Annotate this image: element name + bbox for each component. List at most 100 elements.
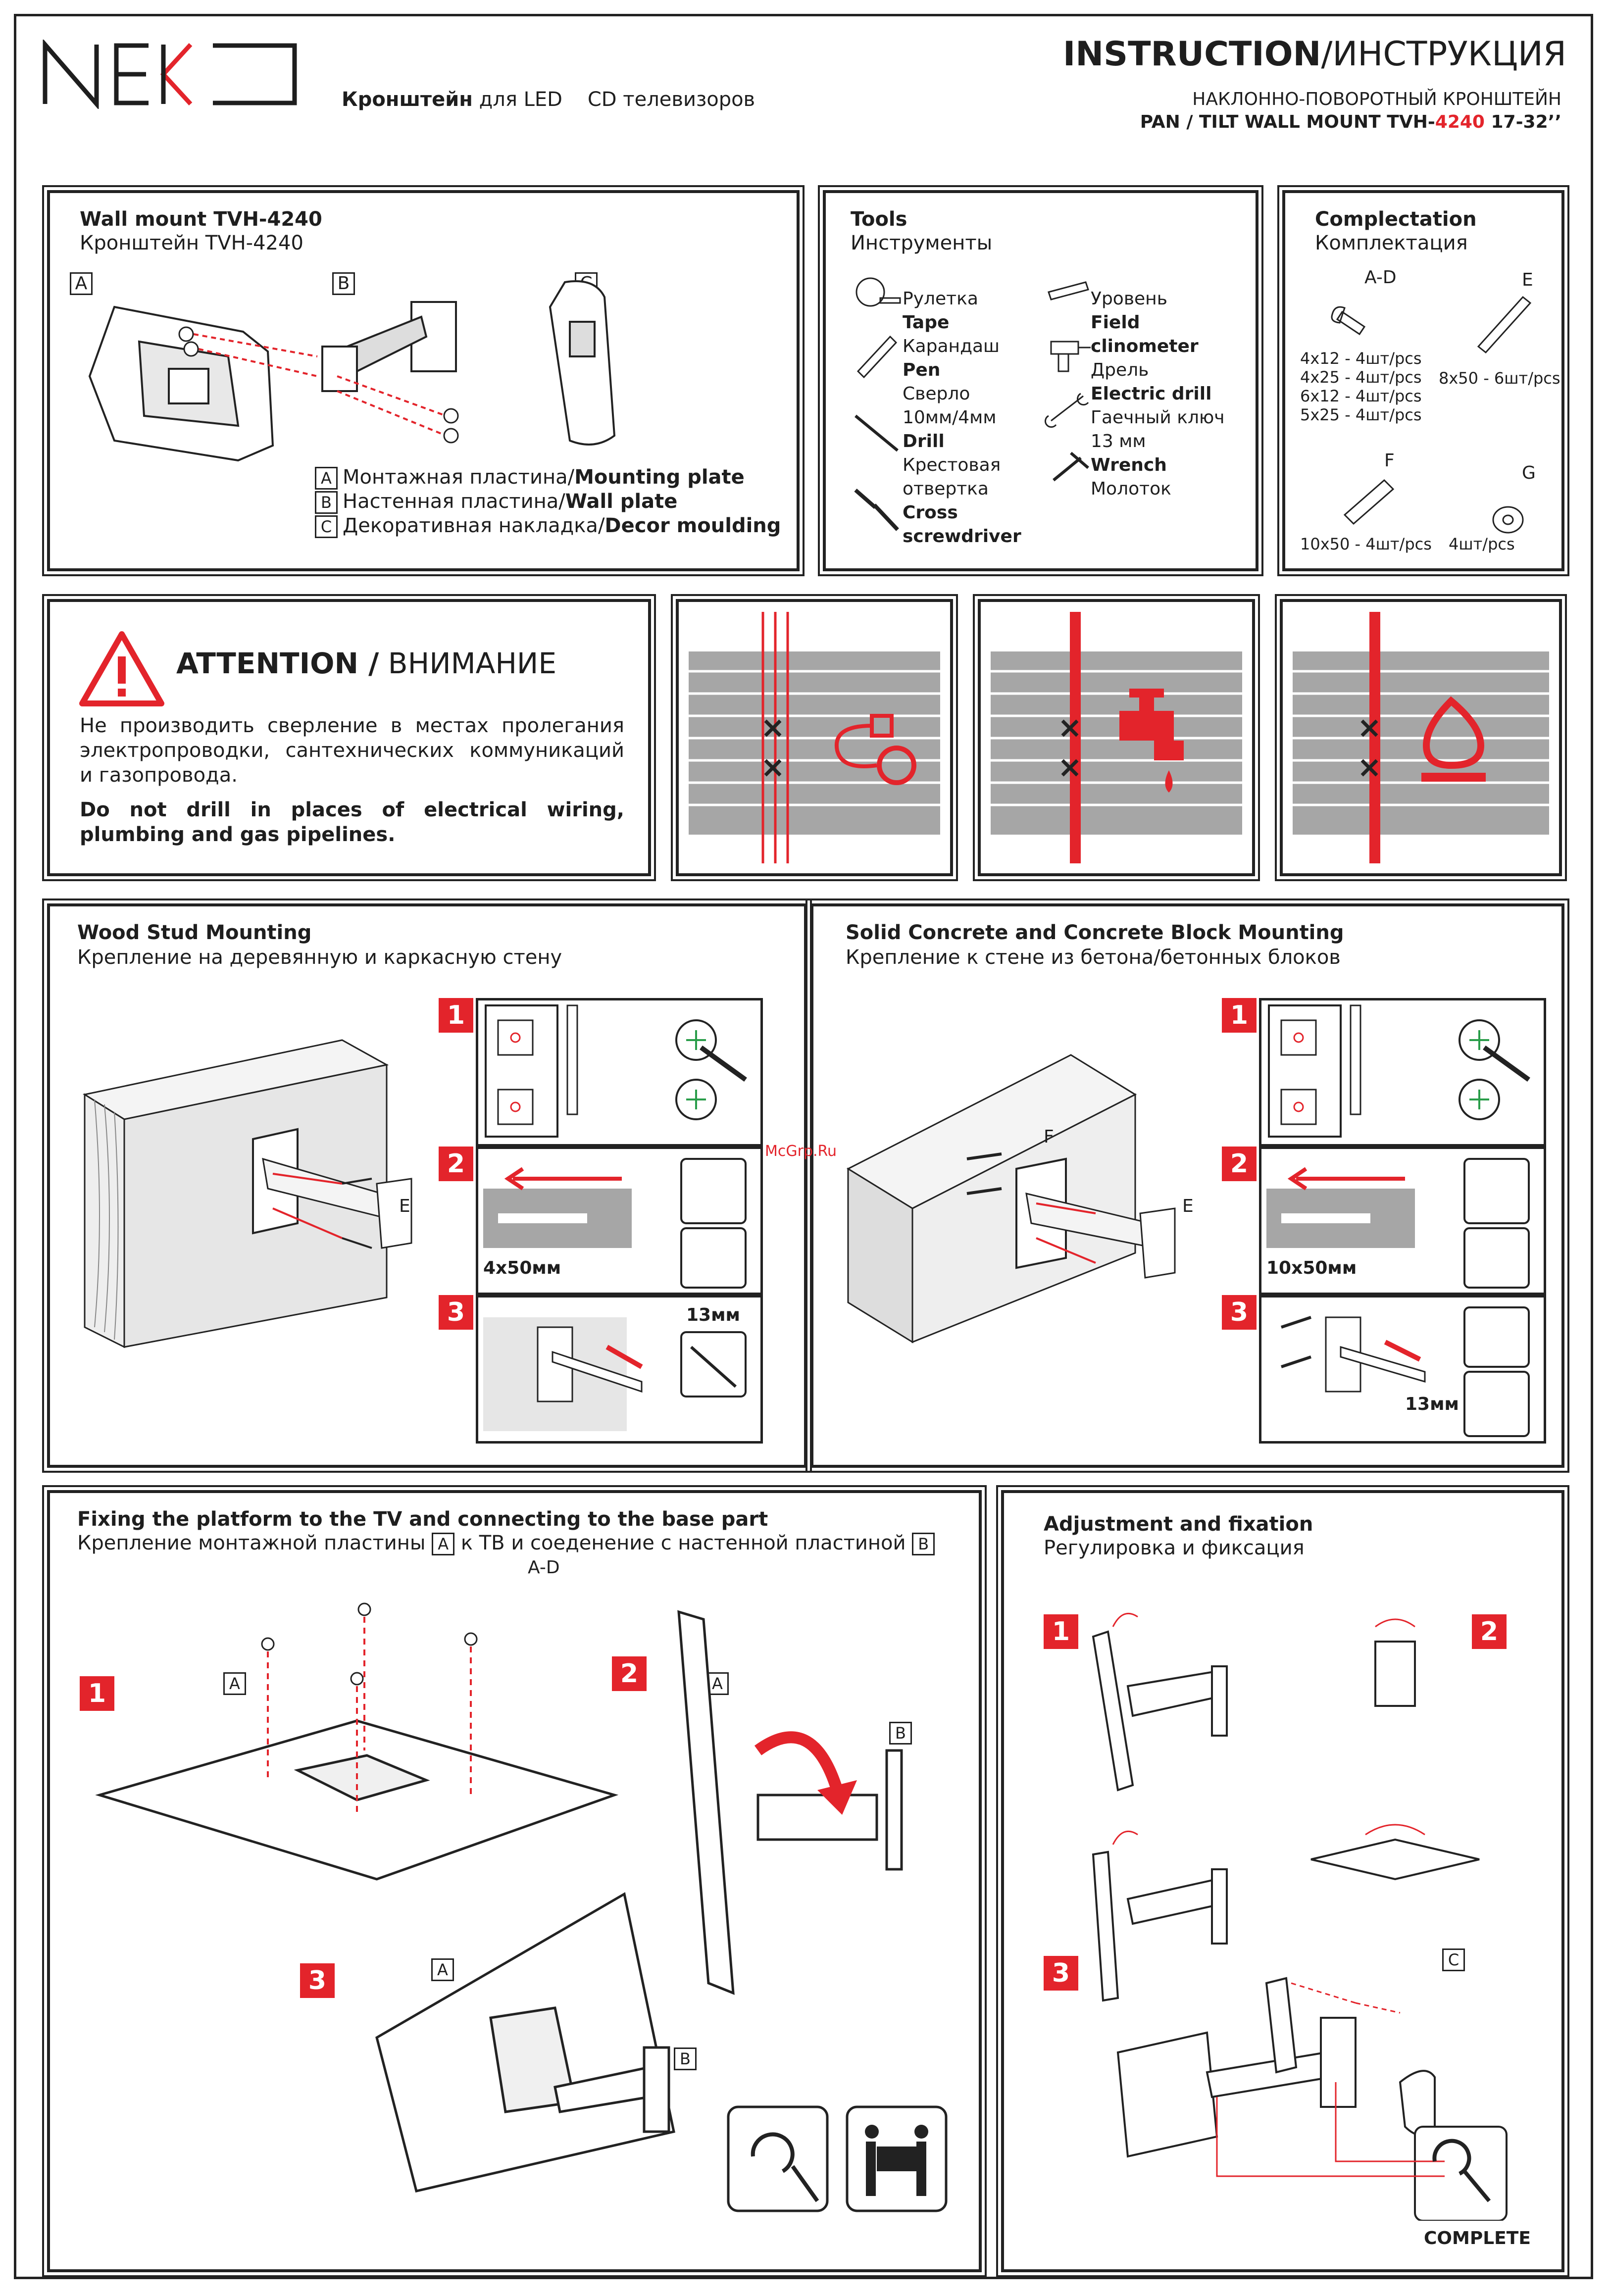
dowel-f-icon bbox=[1343, 479, 1395, 525]
concrete-wrench-size: 13мм bbox=[1405, 1394, 1459, 1414]
screw-ad-icon bbox=[1331, 306, 1366, 336]
concrete-label-f: F bbox=[1044, 1127, 1054, 1147]
wood-step-3-cell: 13мм bbox=[476, 1295, 763, 1444]
concrete-step-1: 1 bbox=[1222, 998, 1257, 1033]
concrete-step-1-cell bbox=[1259, 998, 1546, 1147]
fixing-title: Fixing the platform to the TV and connec… bbox=[77, 1508, 768, 1531]
drill-bit-icon bbox=[855, 414, 899, 452]
tools-title: Tools bbox=[851, 208, 907, 231]
fixing-step-2: 2 bbox=[612, 1656, 647, 1691]
label-g: G bbox=[1522, 463, 1536, 483]
wood-subtitle: Крепление на деревянную и каркасную стен… bbox=[77, 946, 562, 969]
header-title: INSTRUCTION/ИНСТРУКЦИЯ bbox=[1062, 35, 1566, 74]
adjustment-label-c: C bbox=[1442, 1948, 1465, 1971]
label-ad: A-D bbox=[1364, 267, 1397, 288]
pencil-icon bbox=[856, 335, 898, 379]
wrench-icon bbox=[1045, 393, 1089, 428]
wood-step-1: 1 bbox=[439, 998, 473, 1033]
concrete-step-3: 3 bbox=[1222, 1295, 1257, 1330]
attention-panel: ATTENTION / ВНИМАНИЕ Не производить свер… bbox=[42, 594, 656, 881]
fixing-step1-label-a: A bbox=[223, 1672, 246, 1695]
wood-drill-size: 4x50мм bbox=[483, 1258, 561, 1278]
concrete-step-2-cell: 10x50мм bbox=[1259, 1147, 1546, 1295]
hardware-illustration bbox=[1331, 296, 1532, 534]
fixing-step3-label-a: A bbox=[431, 1958, 454, 1981]
fixing-step-1: 1 bbox=[80, 1676, 114, 1711]
attention-title: ATTENTION / ВНИМАНИЕ bbox=[176, 647, 556, 680]
wood-step-2: 2 bbox=[439, 1147, 473, 1181]
page-frame bbox=[14, 14, 1593, 2279]
fixing-subtitle: Крепление монтажной пластины A к ТВ и со… bbox=[77, 1532, 935, 1555]
level-icon bbox=[1048, 281, 1089, 300]
wood-title: Wood Stud Mounting bbox=[77, 921, 312, 944]
e-spec: 8x50 - 6шт/pcs bbox=[1439, 369, 1560, 388]
concrete-subtitle: Крепление к стене из бетона/бетонных бло… bbox=[846, 946, 1341, 969]
attention-ru-text: Не производить сверление в местах пролег… bbox=[80, 714, 624, 787]
wood-step-3: 3 bbox=[439, 1295, 473, 1330]
adjustment-subtitle: Регулировка и фиксация bbox=[1044, 1537, 1305, 1559]
warning-icon bbox=[79, 631, 164, 706]
fixing-step-3: 3 bbox=[300, 1963, 335, 1998]
fixing-panel: Fixing the platform to the TV and connec… bbox=[42, 1485, 987, 2277]
label-b: B bbox=[332, 272, 355, 295]
wood-stud-panel: Wood Stud Mounting Крепление на деревянн… bbox=[42, 898, 812, 1473]
adjustment-illustration bbox=[1078, 1577, 1524, 2221]
wood-step-2-cell: 4x50мм bbox=[476, 1147, 763, 1295]
concrete-step-2: 2 bbox=[1222, 1147, 1257, 1181]
gas-pipeline-panel bbox=[1275, 594, 1567, 881]
screwdriver-fix-icon bbox=[1432, 2139, 1491, 2202]
two-people-carrying-icon bbox=[865, 2125, 928, 2196]
wood-step-1-cell bbox=[476, 998, 763, 1147]
tape-measure-icon bbox=[855, 277, 885, 307]
screwdriver-tool-icon bbox=[751, 2132, 819, 2202]
wall-mount-illustration bbox=[80, 228, 773, 475]
complete-label: COMPLETE bbox=[1424, 2228, 1531, 2248]
f-spec: 10x50 - 4шт/pcs bbox=[1300, 535, 1432, 553]
g-spec: 4шт/pcs bbox=[1449, 535, 1515, 553]
watermark: McGrp.Ru bbox=[765, 1143, 837, 1160]
header-line1: НАКЛОННО-ПОВОРОТНЫЙ КРОНШТЕЙН bbox=[1192, 89, 1561, 109]
concrete-panel: Solid Concrete and Concrete Block Mounti… bbox=[805, 898, 1569, 1473]
brand-logo bbox=[42, 38, 300, 111]
fixing-illustration bbox=[60, 1562, 971, 2265]
concrete-drill-size: 10x50мм bbox=[1266, 1258, 1357, 1278]
wall-mount-subtitle: Кронштейн TVH-4240 bbox=[80, 232, 303, 254]
adjustment-step-1: 1 bbox=[1044, 1614, 1078, 1649]
label-f: F bbox=[1384, 450, 1395, 471]
fixing-step2-label-b: B bbox=[889, 1722, 912, 1745]
hammer-icon bbox=[1053, 451, 1089, 482]
wood-label-e: E bbox=[399, 1196, 410, 1216]
attention-en-text: Do not drill in places of electrical wir… bbox=[80, 799, 624, 846]
concrete-step-3-cell: 13мм bbox=[1259, 1295, 1546, 1444]
adjustment-panel: Adjustment and fixation Регулировка и фи… bbox=[996, 1485, 1569, 2277]
header-subtitle: Кронштейн для LED CD телевизоров bbox=[342, 88, 755, 111]
label-e: E bbox=[1522, 270, 1533, 290]
electric-wiring-panel bbox=[671, 594, 958, 881]
adjustment-step-2: 2 bbox=[1472, 1614, 1507, 1649]
wood-wrench-size: 13мм bbox=[686, 1305, 740, 1325]
screwdriver-icon bbox=[854, 488, 899, 531]
plumbing-panel bbox=[973, 594, 1260, 881]
header-line2: PAN / TILT WALL MOUNT TVH-4240 17-32’’ bbox=[1140, 112, 1561, 132]
wood-wall-illustration bbox=[65, 1020, 446, 1352]
concrete-label-e: E bbox=[1182, 1196, 1194, 1216]
wall-mount-title: Wall mount TVH-4240 bbox=[80, 208, 322, 231]
fixing-label-ad: A-D bbox=[528, 1557, 560, 1578]
wall-mount-panel: Wall mount TVH-4240 Кронштейн TVH-4240 A… bbox=[42, 185, 805, 576]
complectation-subtitle: Комплектация bbox=[1315, 232, 1468, 254]
adjustment-title: Adjustment and fixation bbox=[1044, 1513, 1313, 1536]
tools-subtitle: Инструменты bbox=[851, 232, 993, 254]
adjustment-step-3: 3 bbox=[1044, 1956, 1078, 1991]
concrete-title: Solid Concrete and Concrete Block Mounti… bbox=[846, 921, 1344, 944]
label-a: A bbox=[70, 272, 93, 295]
complectation-title: Complectation bbox=[1315, 208, 1477, 231]
concrete-wall-illustration bbox=[838, 1025, 1219, 1347]
bolt-e-icon bbox=[1477, 296, 1532, 354]
